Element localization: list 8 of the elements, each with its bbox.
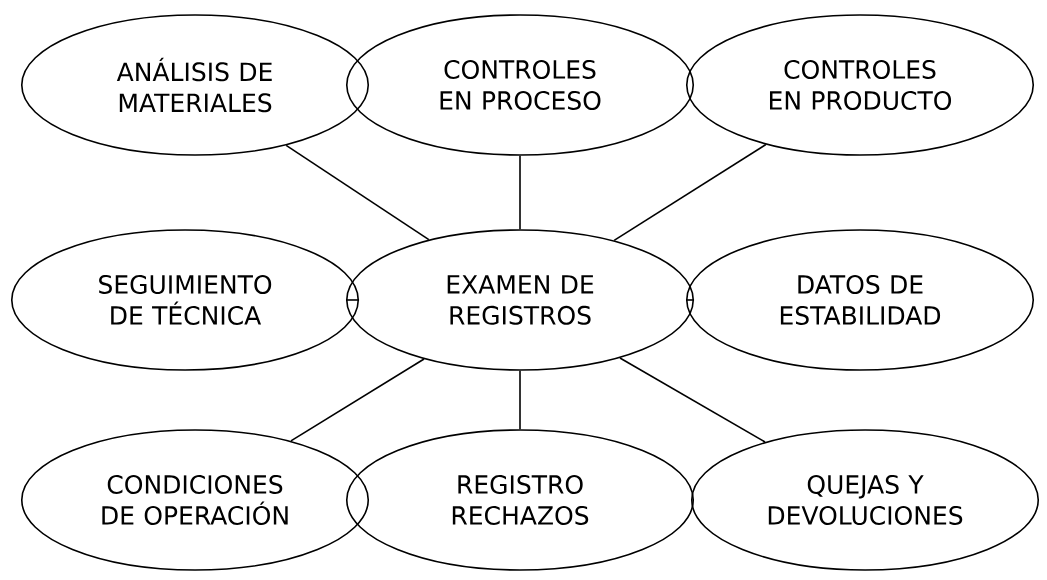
connector-line — [285, 144, 430, 241]
connector-line — [519, 155, 521, 230]
connector-line — [519, 370, 521, 430]
connector-line — [619, 357, 766, 443]
connector-line — [613, 143, 767, 242]
connector-line — [345, 299, 360, 301]
connector-line — [290, 358, 425, 442]
connector-line — [685, 299, 695, 301]
